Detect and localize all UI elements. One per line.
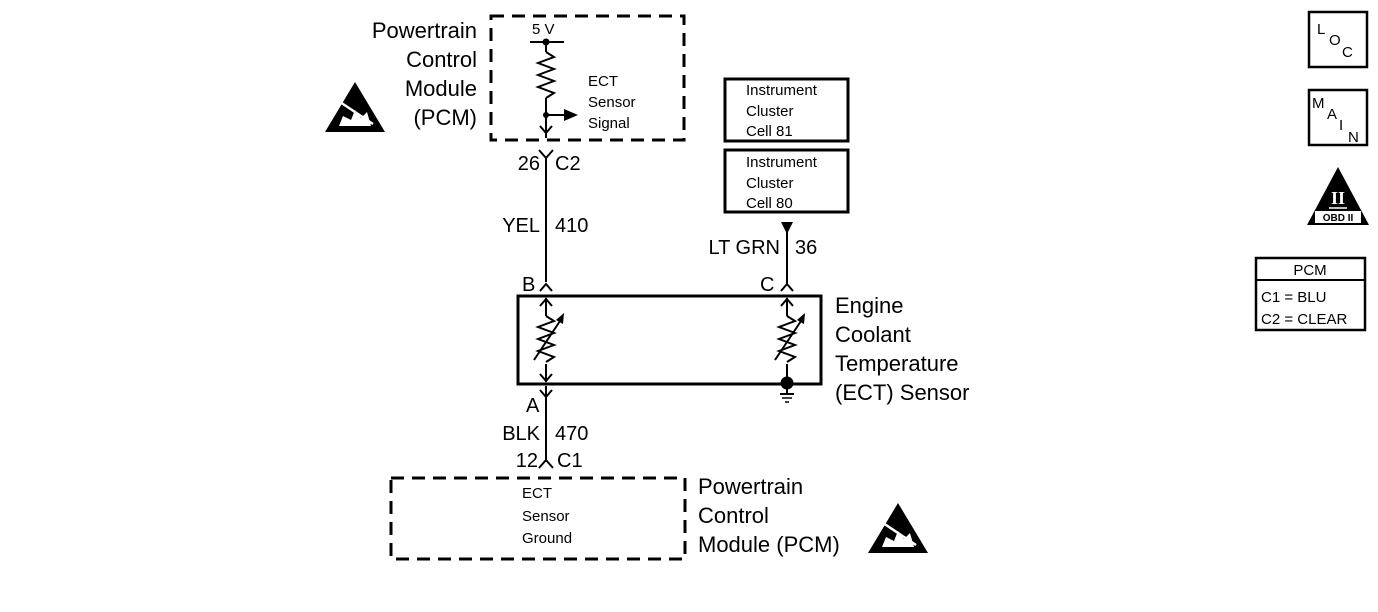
wire-yel-circuit: 410 [555, 215, 588, 237]
pcm-top-title-line-2: Control [406, 47, 477, 72]
connector-c2-pin: 26 [518, 153, 540, 175]
cell81-line-3: Cell 81 [746, 123, 793, 140]
cell80-line-3: Cell 80 [746, 195, 793, 212]
ect-sensor: B C [516, 274, 969, 405]
pcm-top-title-line-3: Module [405, 76, 477, 101]
esd-warning-icon [868, 503, 928, 553]
thermistor-left [533, 297, 564, 383]
ground-label-line-1: ECT [522, 485, 552, 502]
terminal-b-symbol [539, 282, 553, 292]
pcm-top-title-line-4: (PCM) [413, 105, 477, 130]
terminal-c-symbol [780, 282, 794, 292]
pcm-bottom: ECT Sensor Ground Powertrain Control Mod… [389, 474, 928, 561]
loc-letter-l: L [1317, 21, 1325, 38]
terminal-b-label: B [522, 274, 535, 296]
connector-c1: 12 C1 [516, 450, 583, 472]
connector-c1-label: C1 [557, 450, 583, 472]
thermistor-right [774, 297, 805, 403]
pcm-connector-table: PCM C1 = BLU C2 = CLEAR [1254, 256, 1367, 332]
main-letter-n: N [1348, 129, 1359, 146]
signal-label-line-1: ECT [588, 73, 618, 90]
pcm-top: Powertrain Control Module (PCM) 5 V ECT … [325, 14, 686, 142]
ground-label-line-3: Ground [522, 530, 572, 547]
instrument-cluster-cell-81: Instrument Cluster Cell 81 [723, 77, 850, 143]
pcm-bottom-title-line-3: Module (PCM) [698, 532, 840, 557]
wire-ltgrn-color: LT GRN [709, 237, 781, 259]
wire-yel-color: YEL [502, 215, 540, 237]
connector-c2-label: C2 [555, 153, 581, 175]
loc-letter-c: C [1342, 44, 1353, 61]
signal-arrow-icon [564, 109, 578, 121]
cell81-line-1: Instrument [746, 82, 818, 99]
ground-label-line-2: Sensor [522, 508, 570, 525]
ect-sensor-body [516, 294, 823, 386]
pcm-bottom-title-line-2: Control [698, 503, 769, 528]
signal-label-line-3: Signal [588, 115, 630, 132]
connector-c1-pin: 12 [516, 450, 538, 472]
wire-ltgrn-circuit: 36 [795, 237, 817, 259]
sensor-title-line-1: Engine [835, 293, 904, 318]
pcm-bottom-dashed-box [389, 476, 687, 561]
loc-letter-o: O [1329, 32, 1341, 49]
main-letter-m: M [1312, 95, 1325, 112]
wire-blk-circuit: 470 [555, 423, 588, 445]
pcm-bottom-title-line-1: Powertrain [698, 474, 803, 499]
pcm-table-row-c1: C1 = BLU [1261, 289, 1326, 306]
pcm-top-dashed-box [489, 14, 686, 142]
connector-c1-symbol [538, 458, 554, 469]
obd-ii-numeral: II [1331, 188, 1345, 208]
main-letter-i: I [1339, 117, 1343, 134]
connector-c2: 26 C2 [518, 149, 581, 175]
pcm-top-title-line-1: Powertrain [372, 18, 477, 43]
cell81-line-2: Cluster [746, 103, 794, 120]
obd-ii-icon[interactable]: II OBD II [1307, 167, 1369, 225]
terminal-a-label: A [526, 395, 540, 417]
case-ground-node [780, 376, 794, 390]
sensor-title-line-2: Coolant [835, 322, 911, 347]
sensor-title-line-3: Temperature [835, 351, 959, 376]
pcm-table-row-c2: C2 = CLEAR [1261, 311, 1347, 328]
instrument-cluster-cell-80: Instrument Cluster Cell 80 [723, 148, 850, 214]
loc-icon[interactable]: L O C [1307, 10, 1369, 69]
supply-voltage-label: 5 V [532, 21, 555, 38]
cell80-line-1: Instrument [746, 154, 818, 171]
terminal-c-label: C [760, 274, 774, 296]
ground-icon [780, 389, 794, 403]
cell80-line-2: Cluster [746, 175, 794, 192]
pullup-resistor [535, 51, 557, 99]
pcm-table-header: PCM [1293, 262, 1326, 279]
esd-warning-icon [325, 82, 385, 132]
wire-blk-color: BLK [502, 423, 540, 445]
connector-c2-symbol [538, 149, 554, 160]
signal-label-line-2: Sensor [588, 94, 636, 111]
sensor-title-line-4: (ECT) Sensor [835, 380, 969, 405]
obd-ii-caption: OBD II [1323, 213, 1354, 224]
signal-chevron-icon [539, 125, 553, 135]
main-letter-a: A [1327, 106, 1337, 123]
main-icon[interactable]: M A I N [1307, 88, 1369, 147]
